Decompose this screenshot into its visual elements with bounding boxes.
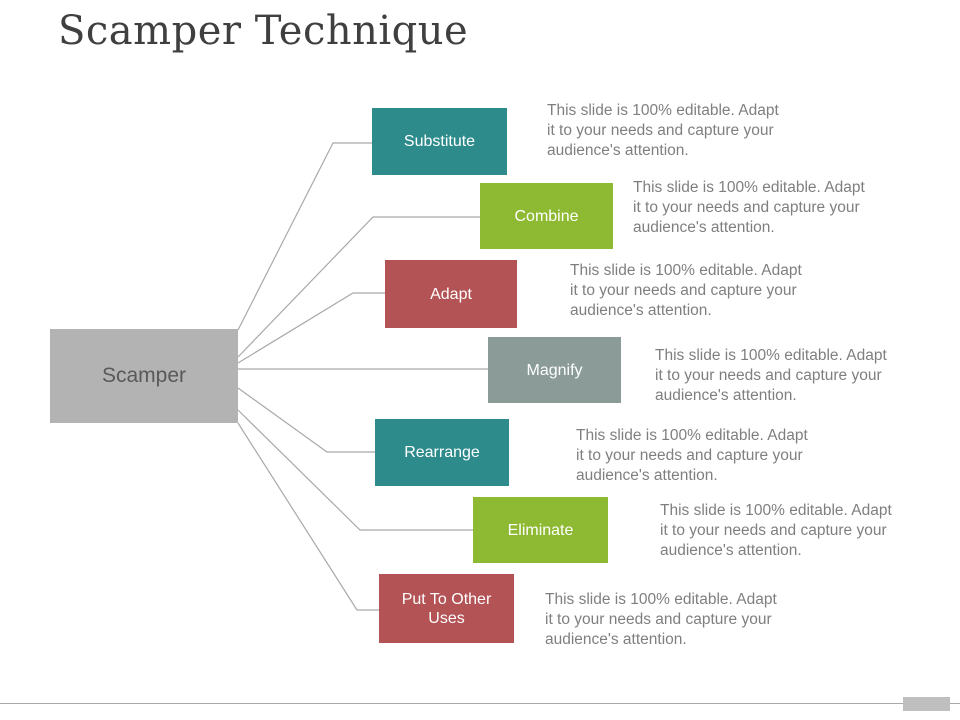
connector-rearrange — [237, 387, 375, 453]
connector-eliminate — [237, 409, 473, 531]
footer-slide-number-placeholder — [903, 697, 950, 711]
connector-combine — [237, 216, 480, 358]
description-substitute: This slide is 100% editable. Adapt it to… — [547, 102, 779, 159]
description-rearrange: This slide is 100% editable. Adapt it to… — [576, 427, 808, 484]
slide-title: Scamper Technique — [58, 8, 469, 54]
description-put-to-other-uses: This slide is 100% editable. Adapt it to… — [545, 591, 777, 648]
node-label: Rearrange — [404, 444, 480, 461]
root-node-scamper: Scamper — [50, 329, 238, 423]
node-label: Magnify — [526, 361, 583, 379]
node-combine: Combine — [480, 183, 613, 249]
connector-put-to-other-uses — [237, 422, 379, 611]
description-magnify: This slide is 100% editable. Adapt it to… — [655, 347, 887, 404]
description-eliminate: This slide is 100% editable. Adapt it to… — [660, 502, 892, 559]
node-label: Put To Other Uses — [401, 590, 492, 627]
node-label: Eliminate — [507, 521, 574, 539]
node-label: Combine — [514, 207, 579, 225]
root-node-label: Scamper — [101, 364, 187, 387]
footer-divider-line — [0, 703, 960, 704]
node-adapt: Adapt — [385, 260, 517, 328]
node-put-to-other-uses: Put To Other Uses — [379, 574, 514, 643]
connector-substitute — [237, 142, 372, 331]
node-substitute: Substitute — [372, 108, 507, 175]
node-rearrange: Rearrange — [375, 419, 509, 486]
node-magnify: Magnify — [488, 337, 621, 403]
description-adapt: This slide is 100% editable. Adapt it to… — [570, 262, 802, 319]
node-label: Substitute — [403, 133, 476, 150]
node-label: Adapt — [430, 285, 472, 303]
description-combine: This slide is 100% editable. Adapt it to… — [633, 179, 865, 236]
node-eliminate: Eliminate — [473, 497, 608, 563]
connector-adapt — [237, 292, 385, 364]
